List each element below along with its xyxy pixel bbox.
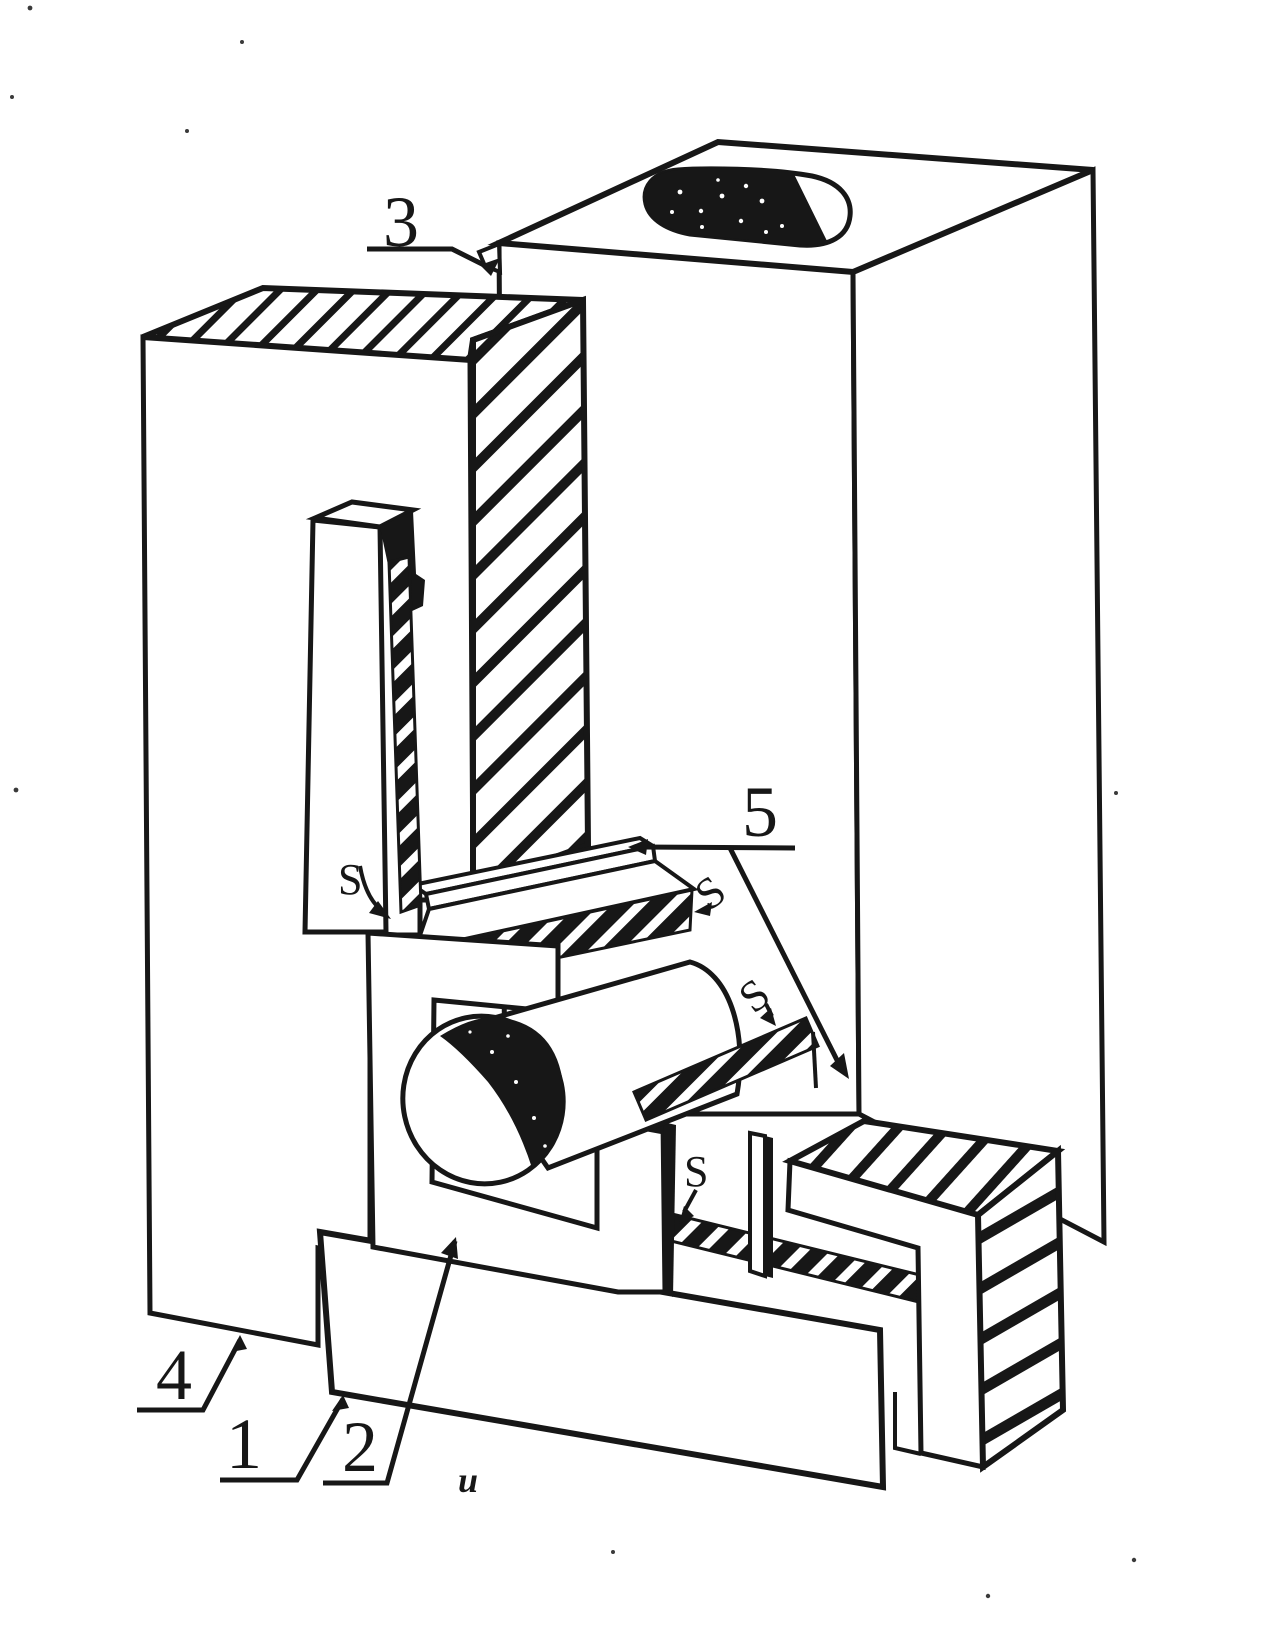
divider-plate-face (748, 1130, 767, 1279)
arrowhead-seam-b (694, 902, 712, 916)
arrowhead-2 (441, 1237, 458, 1259)
ref-label-5: 5 (742, 772, 778, 852)
leader-arrowheads (231, 258, 849, 1411)
strip-end-edge (811, 1031, 818, 1089)
post (302, 499, 425, 935)
leader-4 (137, 1338, 243, 1413)
ref-label-2: 2 (342, 1407, 378, 1487)
seam-label-d: S (684, 1147, 708, 1196)
channel-side-face-hatched (974, 1144, 1067, 1473)
right-block-side-face (850, 166, 1107, 1247)
section-column-hatched (470, 295, 592, 892)
channel-groove-lines (893, 1392, 922, 1456)
bracket-arm-right-edge (663, 1122, 676, 1297)
arrowhead-4 (231, 1335, 247, 1352)
arrowhead-5-left (628, 839, 648, 855)
leader-5-underline (639, 844, 796, 851)
arrowhead-3 (480, 258, 500, 276)
arrowhead-5-diagonal (830, 1053, 849, 1079)
leader-lines (137, 246, 846, 1486)
ref-label-1: 1 (226, 1404, 262, 1484)
pipe-cylinder (400, 959, 743, 1187)
divider-plate (748, 1130, 773, 1279)
post-cap-top-face (305, 499, 422, 530)
channel-block (782, 1117, 1067, 1473)
blob-speckles (670, 178, 784, 234)
handwritten-mark: u (458, 1460, 478, 1500)
diagonal-strip (632, 1016, 820, 1122)
arrowhead-1 (332, 1395, 349, 1411)
leader-1 (220, 1397, 346, 1483)
arrowhead-seam-a (369, 901, 391, 919)
leader-3 (367, 246, 496, 273)
base-rail (316, 1228, 887, 1491)
ref-label-3: 3 (383, 182, 419, 262)
cylinder-end-shadow (440, 1016, 565, 1168)
arrowhead-seam-d (679, 1206, 694, 1224)
arrowhead-seam-c (760, 1008, 776, 1026)
leader-2 (323, 1240, 458, 1486)
gasket-strip-vertical (387, 555, 423, 915)
seam-label-a: S (338, 855, 362, 904)
cylinder-shadow-speckles (468, 1030, 547, 1148)
ref-label-4: 4 (156, 1335, 192, 1415)
divider-plate-edge (765, 1136, 773, 1278)
reference-labels: 3 5 4 1 2 S S S S u (156, 182, 779, 1500)
gasket-strip-diagonal (632, 1016, 820, 1122)
leader-5-branch (727, 846, 846, 1074)
